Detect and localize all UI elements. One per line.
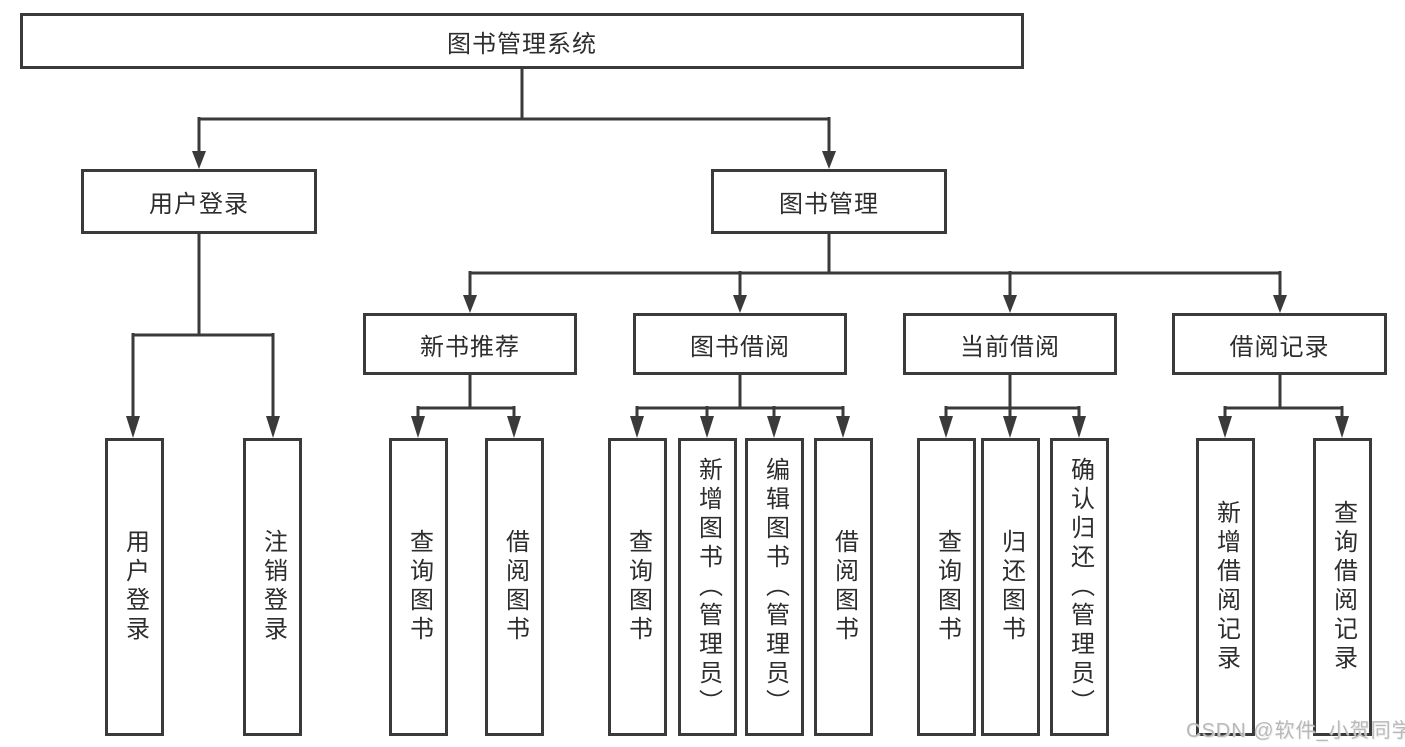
leaf-borrow-books-recommend: 借阅图书 — [485, 438, 544, 736]
node-label: 注销登录 — [259, 529, 287, 645]
node-label: 当前借阅 — [960, 333, 1060, 361]
leaf-query-borrow-record: 查询借阅记录 — [1313, 438, 1372, 736]
node-label: 图书借阅 — [690, 333, 790, 361]
node-new-book-recommendation: 新书推荐 — [363, 313, 577, 375]
node-book-borrowing: 图书借阅 — [633, 313, 847, 375]
node-label: 借阅记录 — [1229, 333, 1330, 361]
node-label: 查询图书 — [405, 529, 433, 645]
node-label: 查询图书 — [624, 529, 652, 645]
node-label: 用户登录 — [121, 529, 149, 645]
leaf-query-books-current: 查询图书 — [917, 438, 976, 736]
leaf-user-login: 用户登录 — [105, 438, 164, 736]
leaf-query-books-recommend: 查询图书 — [389, 438, 448, 736]
node-user-login: 用户登录 — [81, 169, 317, 234]
leaf-edit-book-admin: 编辑图书（管理员） — [745, 438, 804, 736]
leaf-borrow-books-borrowing: 借阅图书 — [814, 438, 873, 736]
leaf-confirm-return-admin: 确认归还（管理员） — [1050, 438, 1109, 736]
leaf-query-books-borrowing: 查询图书 — [608, 438, 667, 736]
leaf-add-borrow-record: 新增借阅记录 — [1196, 438, 1255, 736]
node-label: 用户登录 — [149, 191, 249, 218]
node-label: 新增借阅记录 — [1212, 500, 1240, 674]
node-label: 新增图书（管理员） — [694, 456, 722, 718]
leaf-return-books: 归还图书 — [981, 438, 1040, 736]
node-label: 图书管理系统 — [447, 30, 597, 58]
node-label: 确认归还（管理员） — [1066, 456, 1094, 718]
node-label: 编辑图书（管理员） — [761, 456, 789, 718]
leaf-logout: 注销登录 — [243, 438, 302, 736]
node-current-borrowing: 当前借阅 — [903, 313, 1117, 375]
csdn-watermark: CSDN @软件_小贺同学 — [1186, 720, 1405, 742]
leaf-add-book-admin: 新增图书（管理员） — [678, 438, 737, 736]
node-library-system: 图书管理系统 — [20, 13, 1024, 69]
node-book-management: 图书管理 — [711, 169, 947, 234]
node-label: 新书推荐 — [420, 333, 520, 361]
node-label: 借阅图书 — [830, 529, 858, 645]
node-label: 归还图书 — [997, 529, 1025, 645]
node-label: 借阅图书 — [501, 529, 529, 645]
node-label: 查询图书 — [933, 529, 961, 645]
node-label: 图书管理 — [779, 191, 879, 218]
node-label: 查询借阅记录 — [1329, 500, 1357, 674]
node-borrowing-records: 借阅记录 — [1172, 313, 1387, 375]
